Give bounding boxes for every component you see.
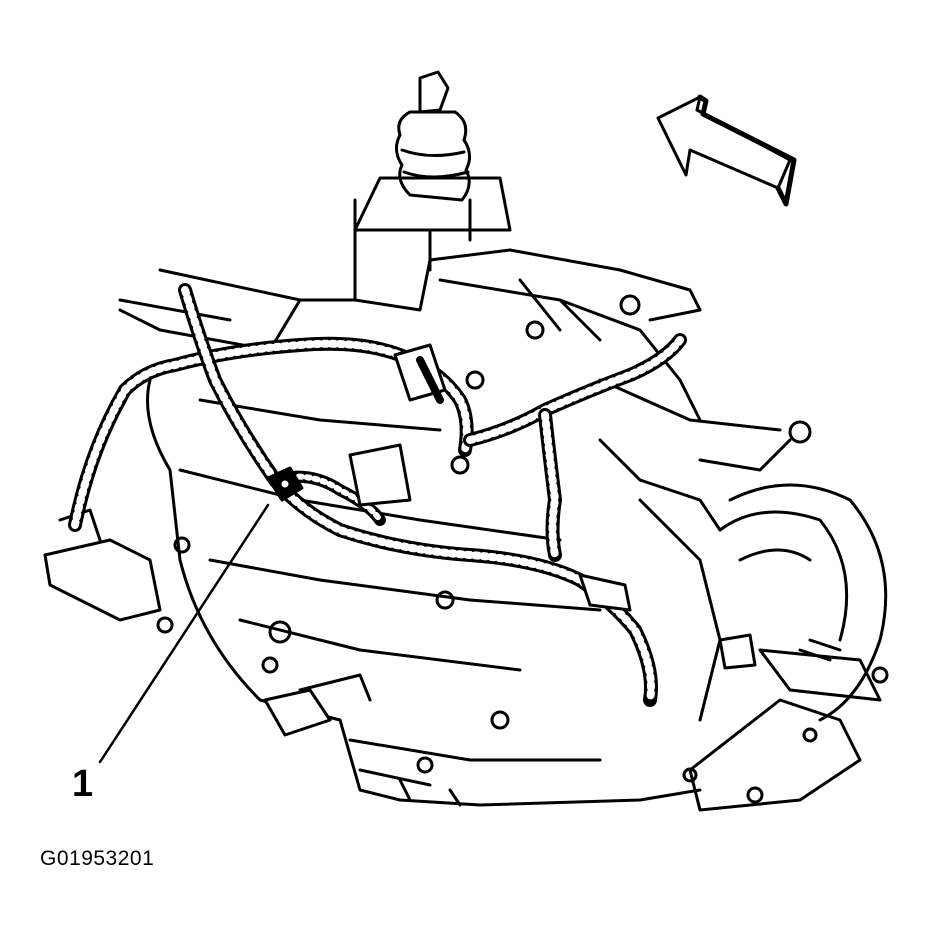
transmission-housing xyxy=(43,70,889,812)
figure-id: G01953201 xyxy=(40,847,155,870)
front-direction-arrow-icon xyxy=(656,94,797,207)
callout-number: 1 xyxy=(72,763,94,805)
harness-clip xyxy=(266,466,304,502)
callout-leader-line xyxy=(98,503,270,764)
wiring-harness xyxy=(68,283,687,707)
harness-connectors xyxy=(263,343,757,737)
